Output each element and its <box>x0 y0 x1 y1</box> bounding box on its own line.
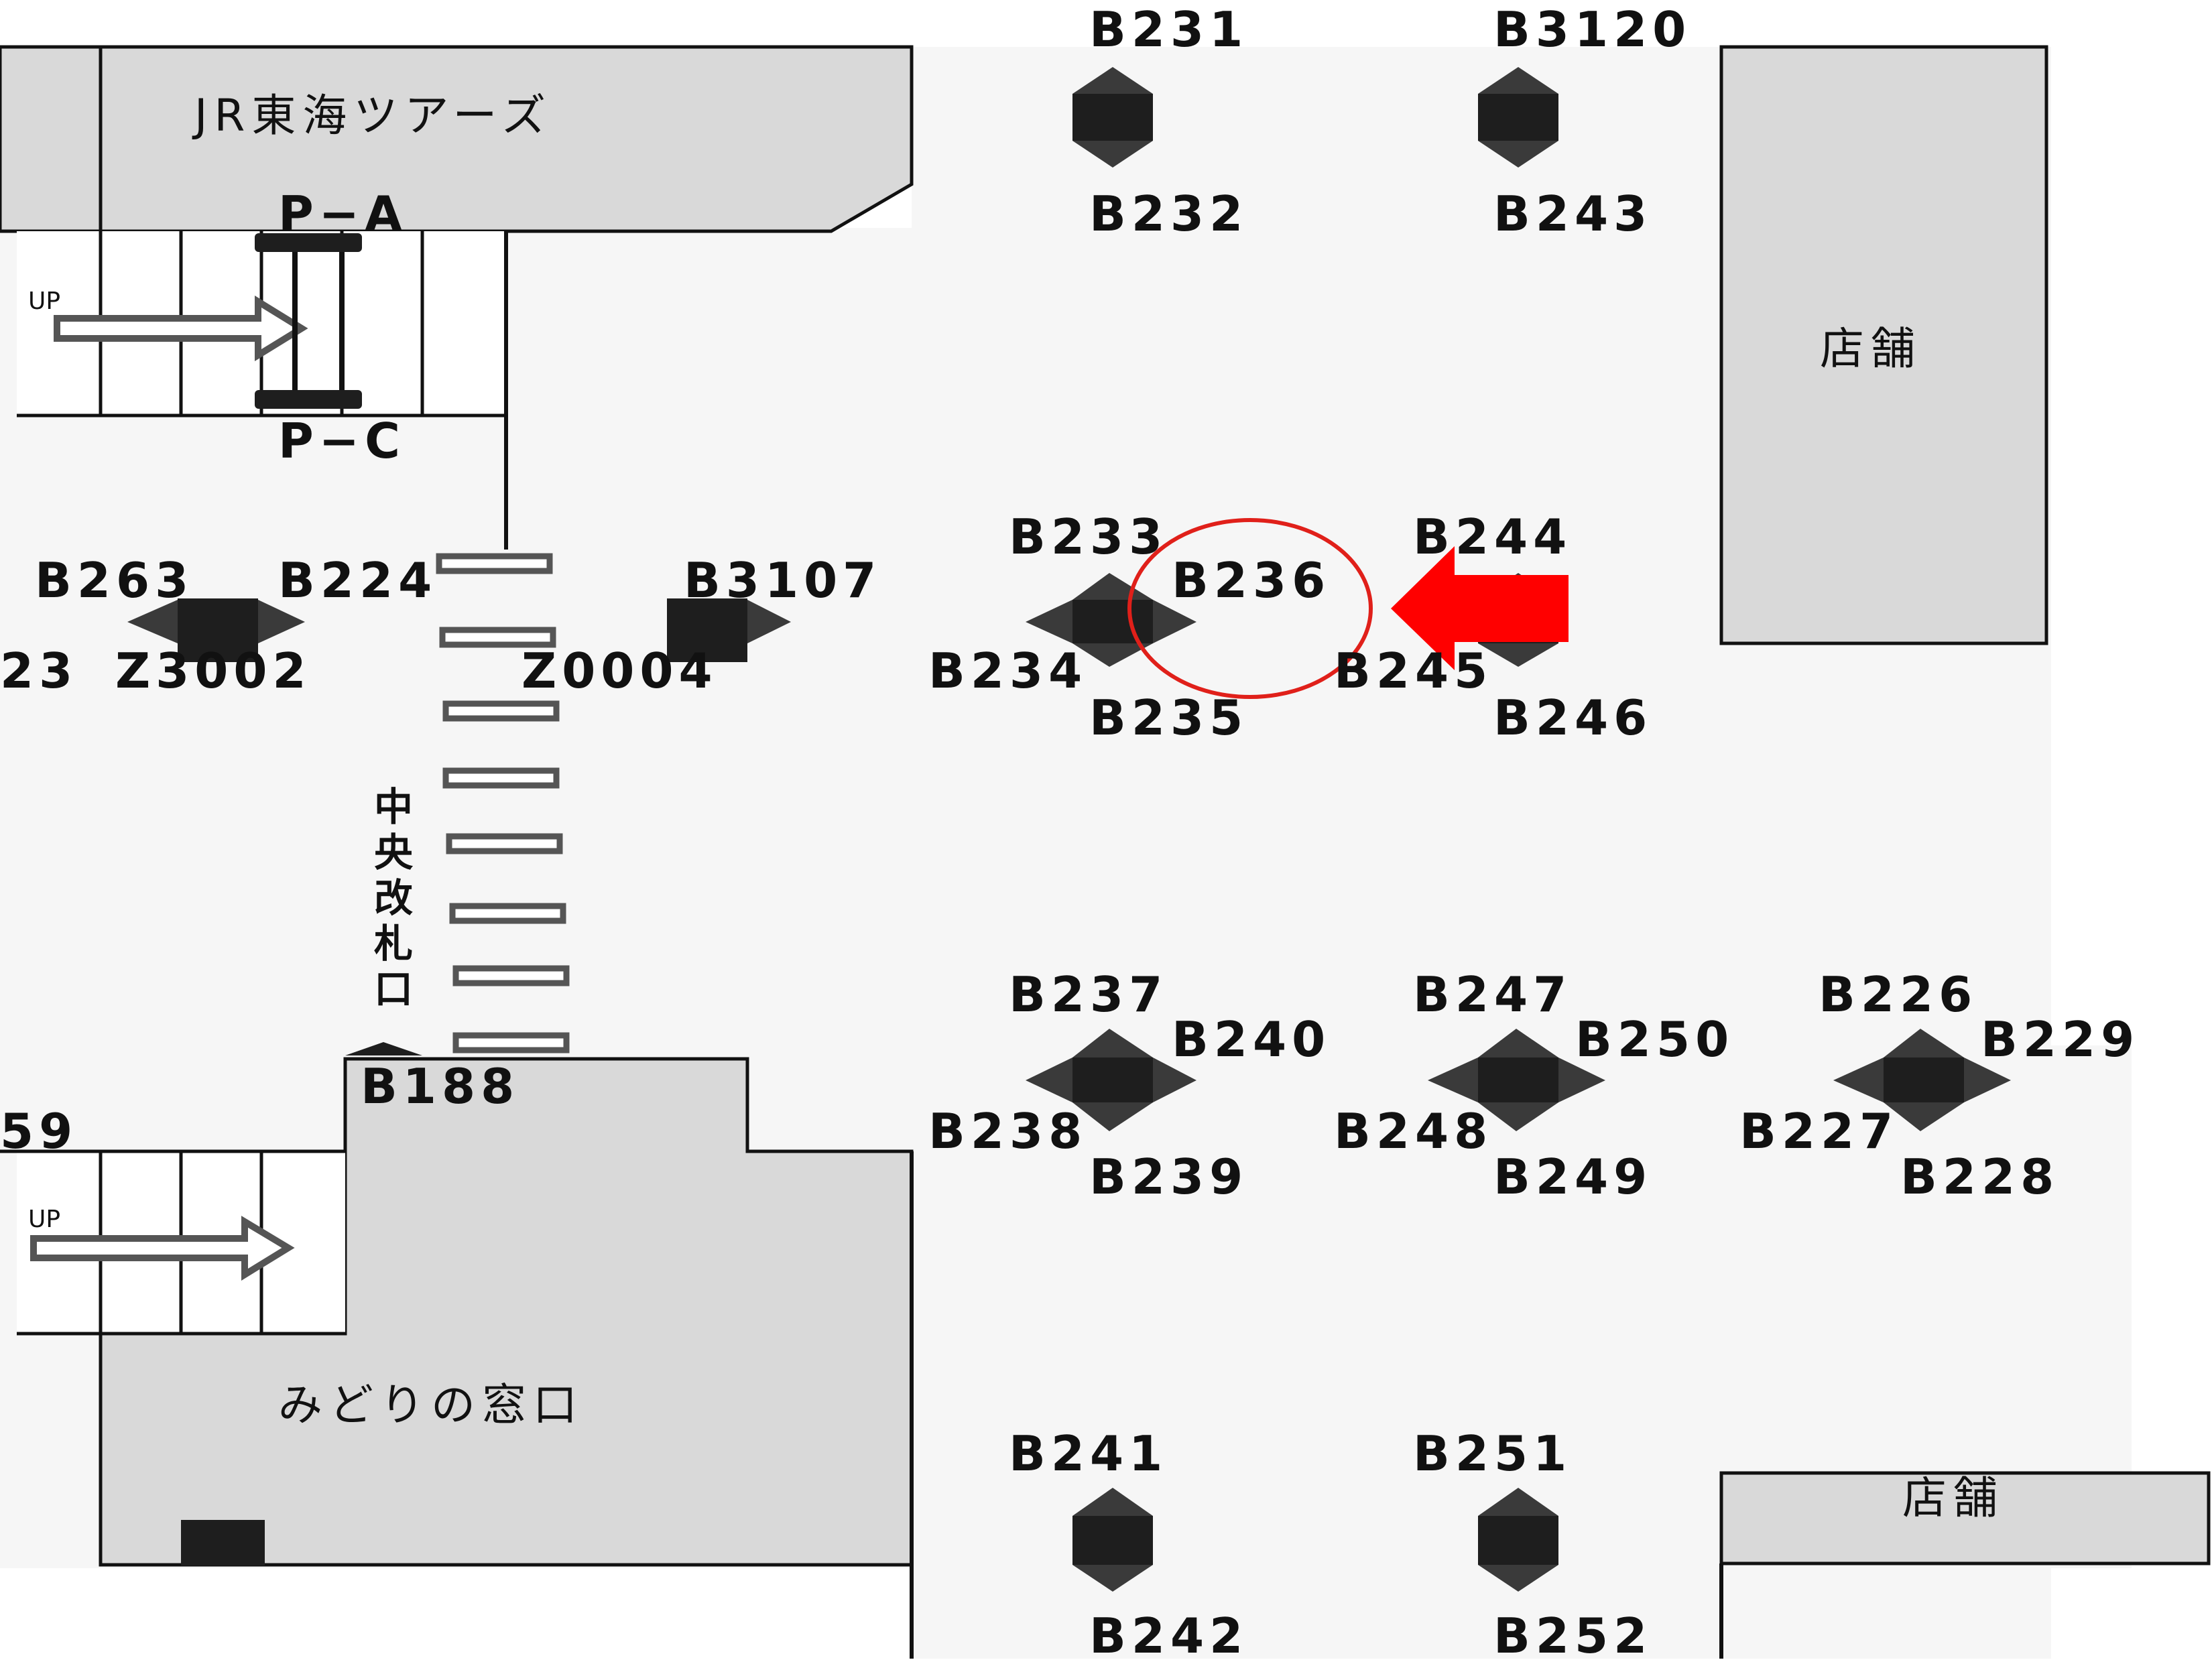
jr-tours-label: JR東海ツアーズ <box>194 90 553 141</box>
midori-door <box>181 1520 265 1565</box>
label-z0004: Z0004 <box>521 643 718 699</box>
label-b245: B245 <box>1334 643 1493 699</box>
label-b228: B228 <box>1900 1149 2060 1205</box>
lower-stairs-up-arrow <box>30 1216 295 1281</box>
shop-room-top <box>1719 45 2048 645</box>
label-b243: B243 <box>1493 186 1653 242</box>
label-b233: B233 <box>1009 509 1168 565</box>
shop-label-bottom: 店舗 <box>1902 1472 2004 1524</box>
sign-b226-b229 <box>1833 1029 2011 1131</box>
label-b188: B188 <box>361 1058 520 1114</box>
gate-2 <box>439 627 556 648</box>
sign-b231-b232 <box>1072 67 1153 168</box>
gate-6 <box>449 903 566 924</box>
label-b241: B241 <box>1009 1425 1168 1482</box>
label-b242: B242 <box>1089 1608 1249 1664</box>
gate-3 <box>442 700 560 722</box>
central-gate-char-5: 口 <box>373 966 413 1012</box>
label-p-c: P−C <box>278 413 406 469</box>
label-b246: B246 <box>1493 690 1653 746</box>
sign-b263-b224 <box>127 598 305 662</box>
sign-b247-b250 <box>1428 1029 1605 1131</box>
label-b224: B224 <box>278 552 438 609</box>
label-b263: B263 <box>35 552 194 609</box>
b188-marker <box>345 1042 422 1055</box>
shop-room-bottom <box>1719 1471 2211 1565</box>
label-b227: B227 <box>1739 1103 1899 1159</box>
sign-b3107 <box>667 598 791 662</box>
gate-7 <box>452 965 570 986</box>
gate-4 <box>442 767 560 789</box>
gate-1 <box>436 553 553 574</box>
label-z3002: Z3002 <box>115 643 312 699</box>
label-b251: B251 <box>1413 1425 1573 1482</box>
label-b248: B248 <box>1334 1103 1493 1159</box>
sign-b237-b240 <box>1026 1029 1196 1131</box>
label-b226: B226 <box>1819 966 1978 1023</box>
label-b237: B237 <box>1009 966 1168 1023</box>
platform-sign-bottom-bar <box>255 390 362 409</box>
label-p-a: P−A <box>278 186 408 242</box>
sign-b251-b252 <box>1478 1488 1558 1592</box>
label-b3107: B3107 <box>684 552 882 609</box>
left-edge-room <box>0 45 103 233</box>
central-gate-char-3: 改 <box>373 875 413 921</box>
label-b252: B252 <box>1493 1608 1653 1664</box>
label-b240: B240 <box>1172 1011 1331 1068</box>
label-b249: B249 <box>1493 1149 1653 1205</box>
midori-label: みどりの窓口 <box>278 1379 584 1431</box>
central-gate-char-4: 札 <box>373 921 413 966</box>
label-b250: B250 <box>1575 1011 1735 1068</box>
label-b239: B239 <box>1089 1149 1249 1205</box>
label-b238: B238 <box>928 1103 1088 1159</box>
label-b3120: B3120 <box>1493 1 1692 58</box>
label-b229: B229 <box>1981 1011 2140 1068</box>
label-b231: B231 <box>1089 1 1249 58</box>
label-b232: B232 <box>1089 186 1249 242</box>
label-b234: B234 <box>928 643 1088 699</box>
label-23: 23 <box>0 643 78 699</box>
gate-8 <box>452 1032 570 1053</box>
lower-stairs-up-label: UP <box>28 1206 61 1233</box>
label-59: 59 <box>0 1103 78 1159</box>
sign-b3120-b243 <box>1478 67 1558 168</box>
upper-stairs-up-arrow <box>54 296 308 361</box>
highlight-circle <box>1127 518 1373 699</box>
label-b244: B244 <box>1413 509 1573 565</box>
shop-label-top: 店舗 <box>1820 323 1922 375</box>
central-gate-label: 中 央 改 札 口 <box>370 784 417 1012</box>
sign-b233-b236 <box>1026 573 1196 667</box>
gate-5 <box>446 833 563 854</box>
label-b236: B236 <box>1172 552 1331 609</box>
label-b235: B235 <box>1089 690 1249 746</box>
label-b247: B247 <box>1413 966 1573 1023</box>
central-gate-char-1: 中 <box>373 784 413 830</box>
pointer-arrow <box>1391 546 1569 670</box>
upper-stairs-up-label: UP <box>28 287 61 315</box>
sign-b241-b242 <box>1072 1488 1153 1592</box>
central-gate-char-2: 央 <box>373 830 413 875</box>
jr-tours-room <box>99 45 914 233</box>
platform-sign-top-bar <box>255 233 362 252</box>
